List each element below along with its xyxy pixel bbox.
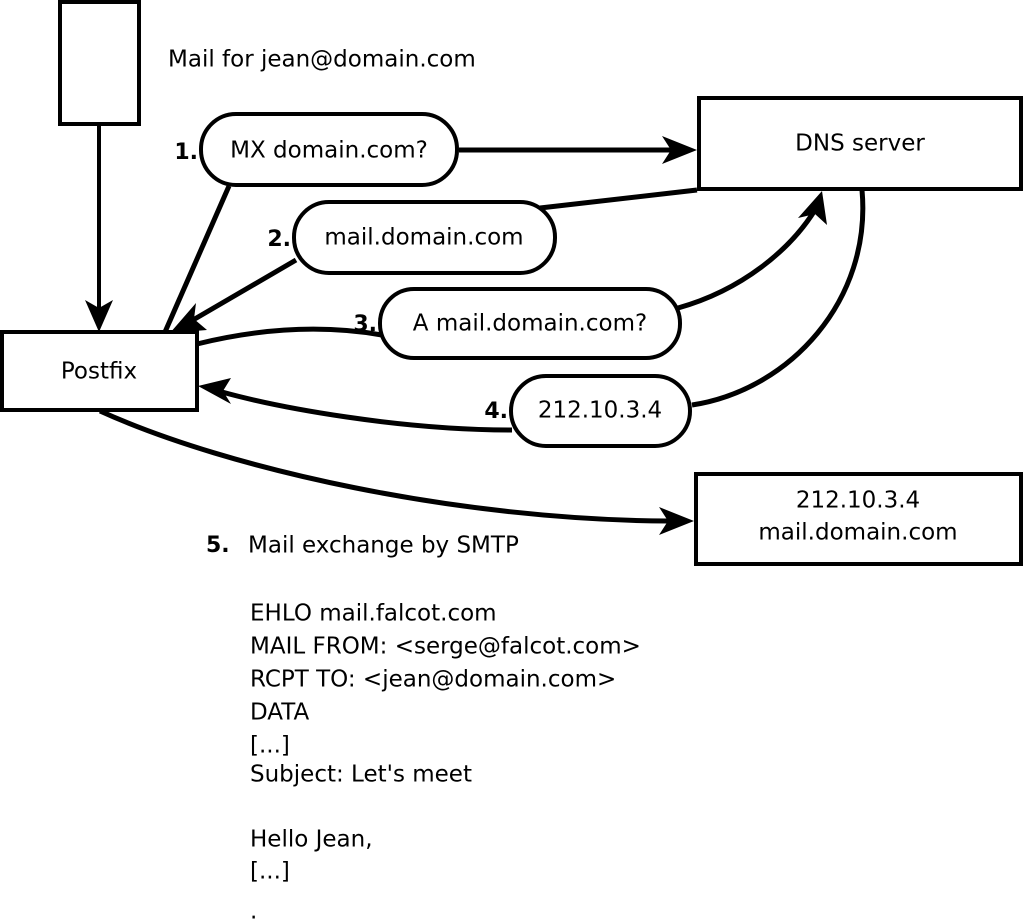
connector-step1-postfix-to-bubble (162, 184, 232, 334)
step-5-number: 5. (206, 533, 230, 558)
postfix-node: Postfix (0, 330, 199, 412)
step-5-label: Mail exchange by SMTP (248, 533, 519, 559)
step-1-number: 1. (174, 140, 198, 165)
step-2-label: mail.domain.com (324, 225, 523, 251)
connector-step4-bubble-to-postfix (198, 378, 513, 433)
connector-step1-bubble-to-dns (459, 136, 697, 164)
transcript-line-9: [...] (250, 859, 290, 885)
connector-step3-bubble-to-dns (677, 191, 827, 311)
connector-step3-postfix-to-bubble (196, 326, 383, 347)
transcript-line-8: Hello Jean, (250, 827, 373, 853)
step-1-label: MX domain.com? (230, 138, 428, 164)
step-5-caption: 5. Mail exchange by SMTP (206, 533, 519, 559)
connector-step5-postfix-to-target (98, 408, 694, 535)
step-4-number: 4. (484, 399, 508, 424)
sender-box (58, 0, 141, 126)
transcript-line-6: Subject: Let's meet (250, 762, 472, 788)
dns-server-label: DNS server (795, 131, 925, 157)
transcript-line-1: EHLO mail.falcot.com (250, 601, 497, 627)
transcript-line-11: . (250, 899, 257, 919)
transcript-line-3: RCPT TO: <jean@domain.com> (250, 667, 616, 693)
step-4-label: 212.10.3.4 (538, 398, 662, 424)
target-server-hostname: mail.domain.com (758, 520, 957, 546)
step-2-bubble: mail.domain.com 2. (267, 200, 557, 275)
step-4-bubble: 212.10.3.4 4. (484, 374, 692, 448)
transcript-line-5: [...] (250, 733, 290, 759)
step-3-number: 3. (353, 312, 377, 337)
connector-step2-dns-to-bubble (539, 187, 698, 211)
step-3-bubble: A mail.domain.com? 3. (353, 287, 682, 360)
target-server-node: 212.10.3.4 mail.domain.com (694, 472, 1023, 566)
step-3-label: A mail.domain.com? (413, 311, 647, 337)
transcript-line-2: MAIL FROM: <serge@falcot.com> (250, 634, 641, 660)
postfix-label: Postfix (61, 359, 137, 385)
connector-sender-to-postfix (85, 125, 113, 332)
step-1-bubble: MX domain.com? 1. (174, 112, 459, 187)
connector-step4-dns-to-bubble (691, 189, 866, 408)
step-2-number: 2. (267, 227, 291, 252)
page-title: Mail for jean@domain.com (168, 47, 476, 73)
connector-step2-bubble-to-postfix (170, 257, 298, 333)
transcript-line-4: DATA (250, 700, 310, 726)
target-server-ip: 212.10.3.4 (796, 488, 920, 514)
smtp-transcript: EHLO mail.falcot.com MAIL FROM: <serge@f… (250, 601, 641, 919)
dns-server-node: DNS server (697, 96, 1023, 191)
